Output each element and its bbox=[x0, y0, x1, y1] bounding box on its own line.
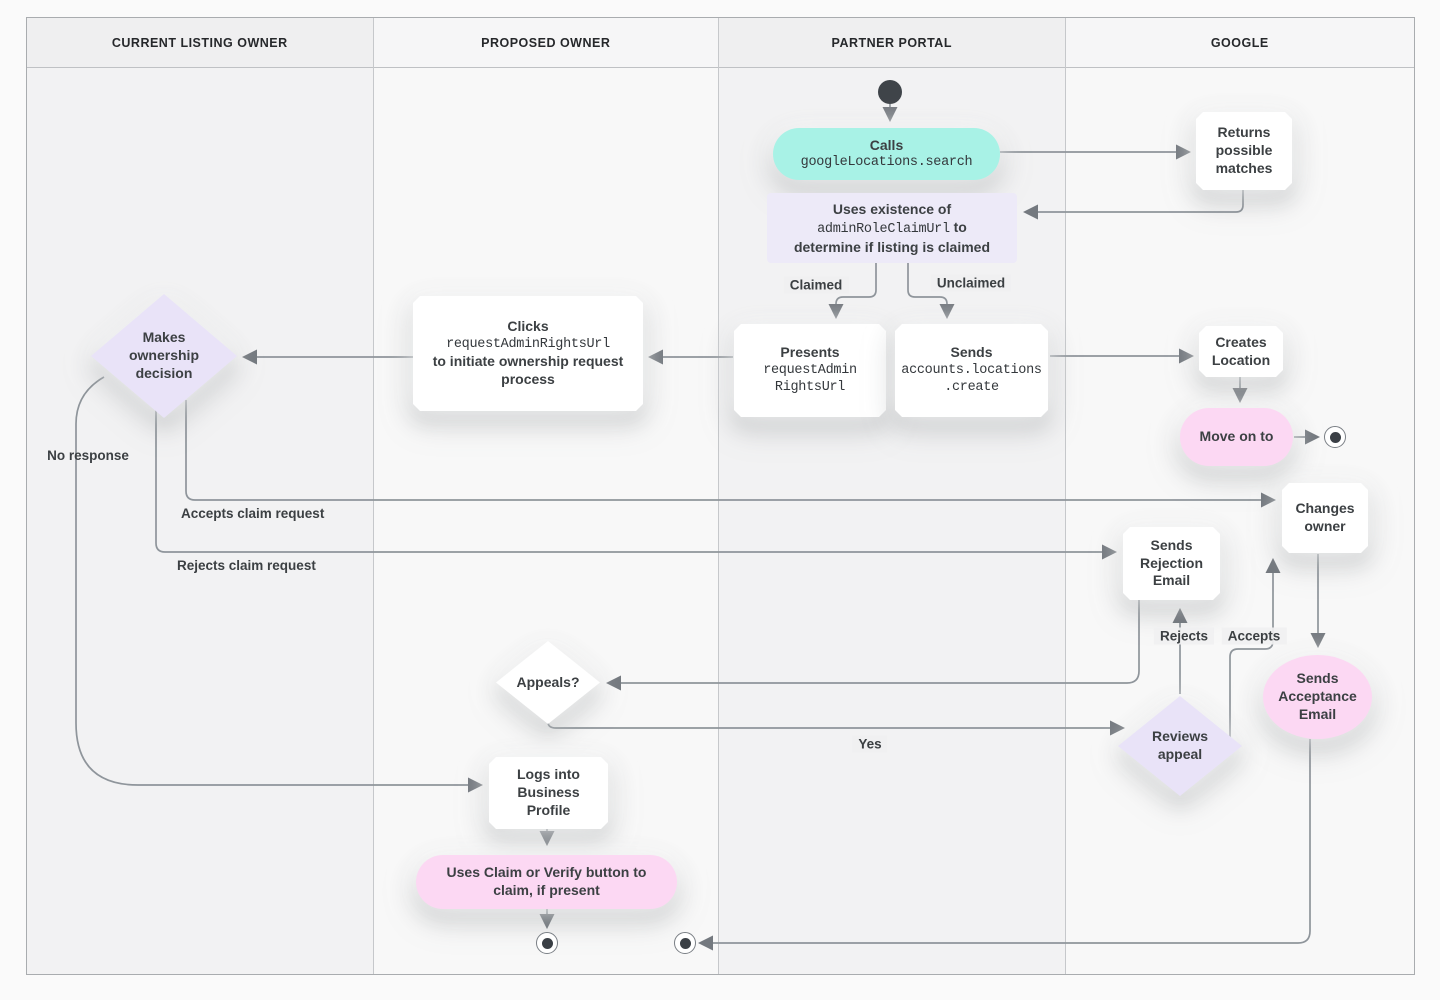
appeals-label: Appeals? bbox=[516, 673, 580, 690]
uses-existence-line2-suffix: to bbox=[953, 218, 967, 235]
edge-label-no-response: No response bbox=[47, 448, 129, 464]
lane-header-current-listing-owner: CURRENT LISTING OWNER bbox=[27, 18, 373, 68]
edge-label-rejects: Rejects bbox=[1153, 627, 1215, 645]
edge-acceptance-email-to-end bbox=[697, 739, 1311, 951]
uses-existence-line2: adminRoleClaimUrl to bbox=[817, 218, 967, 239]
uses-claim-label: Uses Claim or Verify button to claim, if… bbox=[446, 864, 647, 898]
lane-header-google: GOOGLE bbox=[1065, 18, 1414, 68]
sends-create-code-line2: .create bbox=[944, 380, 999, 396]
end-node-dot bbox=[1329, 431, 1341, 443]
node-presents-request-admin-rights-url: Presents requestAdmin RightsUrl bbox=[734, 324, 886, 417]
calls-code: googleLocations.search bbox=[800, 155, 973, 171]
node-appeals-decision: Appeals? bbox=[496, 641, 600, 724]
node-sends-acceptance-email: Sends Acceptance Email bbox=[1263, 655, 1372, 739]
node-changes-owner: Changes owner bbox=[1282, 483, 1368, 553]
presents-label: Presents bbox=[780, 344, 840, 361]
end-node-dot bbox=[679, 937, 691, 949]
node-move-on-to: Move on to bbox=[1180, 408, 1293, 466]
edge-returns-to-uses-existence bbox=[1022, 190, 1244, 220]
node-uses-existence-note: Uses existence of adminRoleClaimUrl to d… bbox=[767, 193, 1017, 263]
edge-unclaimed-to-sends-create bbox=[907, 263, 955, 320]
clicks-code: requestAdminRightsUrl bbox=[446, 337, 610, 353]
node-creates-location: Creates Location bbox=[1199, 326, 1283, 377]
uses-existence-line3: determine if listing is claimed bbox=[793, 239, 991, 256]
edge-label-claimed: Claimed bbox=[783, 276, 849, 294]
uses-existence-line1: Uses existence of bbox=[832, 200, 952, 217]
presents-code-line1: requestAdmin bbox=[763, 363, 857, 379]
move-on-label: Move on to bbox=[1199, 428, 1274, 445]
start-node bbox=[878, 80, 902, 104]
presents-code-line2: RightsUrl bbox=[774, 380, 846, 396]
returns-matches-label: Returns possible matches bbox=[1215, 124, 1273, 176]
lane-current-listing-owner: CURRENT LISTING OWNER bbox=[27, 18, 374, 974]
edge-accepts-claim-to-changes-owner bbox=[185, 400, 1277, 508]
reviews-appeal-label: Reviews appeal bbox=[1151, 728, 1209, 762]
node-logs-into-business-profile: Logs into Business Profile bbox=[489, 757, 608, 829]
lane-partner-portal: PARTNER PORTAL bbox=[719, 18, 1066, 974]
calls-label: Calls bbox=[869, 136, 904, 153]
node-makes-ownership-decision: Makes ownership decision bbox=[91, 294, 237, 418]
end-node-dot bbox=[541, 937, 553, 949]
edge-claimed-to-presents bbox=[828, 263, 877, 320]
edge-label-accepts-claim-request: Accepts claim request bbox=[181, 506, 325, 521]
logs-in-label: Logs into Business Profile bbox=[517, 766, 580, 818]
changes-owner-label: Changes owner bbox=[1295, 500, 1355, 534]
end-node-acceptance-flow bbox=[674, 932, 696, 954]
sends-acceptance-label: Sends Acceptance Email bbox=[1278, 670, 1357, 722]
makes-decision-label: Makes ownership decision bbox=[128, 329, 199, 381]
end-node-claim-flow bbox=[536, 932, 558, 954]
clicks-text: to initiate ownership request process bbox=[432, 353, 624, 387]
node-sends-accounts-locations-create: Sends accounts.locations .create bbox=[895, 324, 1048, 417]
creates-location-label: Creates Location bbox=[1211, 333, 1271, 368]
edge-rejects-claim-to-rejection-email bbox=[155, 405, 1118, 560]
edge-no-response-to-logs-in bbox=[75, 376, 484, 793]
end-node-create-flow bbox=[1324, 426, 1346, 448]
lane-header-partner-portal: PARTNER PORTAL bbox=[719, 18, 1065, 68]
node-clicks-request-admin-rights-url: Clicks requestAdminRightsUrl to initiate… bbox=[413, 296, 643, 411]
edge-label-unclaimed: Unclaimed bbox=[930, 274, 1012, 292]
node-returns-possible-matches: Returns possible matches bbox=[1196, 112, 1292, 190]
sends-create-label: Sends bbox=[950, 344, 993, 361]
edge-label-yes: Yes bbox=[852, 735, 888, 753]
node-uses-claim-or-verify: Uses Claim or Verify button to claim, if… bbox=[416, 855, 677, 909]
node-sends-rejection-email: Sends Rejection Email bbox=[1123, 527, 1220, 600]
sends-create-code-line1: accounts.locations bbox=[901, 363, 1042, 379]
sends-rejection-label: Sends Rejection Email bbox=[1139, 536, 1203, 589]
lane-header-proposed-owner: PROPOSED OWNER bbox=[373, 18, 718, 68]
edge-label-rejects-claim-request: Rejects claim request bbox=[177, 558, 316, 573]
edge-label-accepts: Accepts bbox=[1221, 627, 1287, 645]
edge-rejection-email-to-appeals bbox=[605, 599, 1140, 691]
edge-appeals-yes-to-reviews-appeal bbox=[547, 720, 1126, 736]
node-reviews-appeal: Reviews appeal bbox=[1118, 696, 1242, 796]
uses-existence-code: adminRoleClaimUrl bbox=[817, 221, 950, 237]
clicks-label: Clicks bbox=[507, 318, 549, 335]
node-calls-google-locations-search: Calls googleLocations.search bbox=[773, 128, 1000, 180]
